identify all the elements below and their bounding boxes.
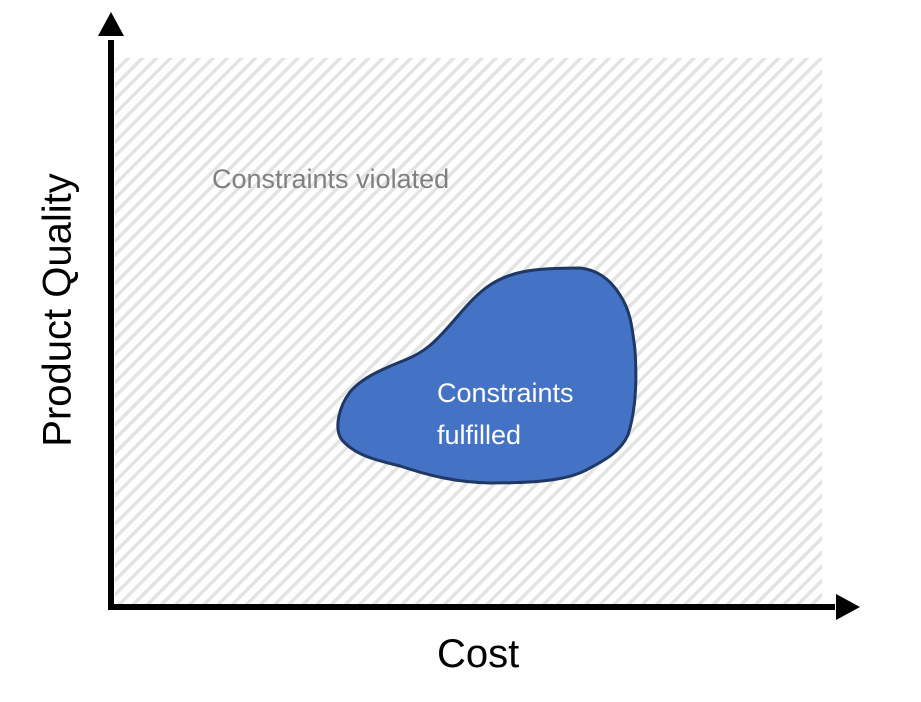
x-axis-arrowhead-icon [836,594,860,620]
constraints-fulfilled-line2: fulfilled [437,420,522,450]
x-axis [108,594,860,620]
constraints-fulfilled-line1: Constraints [437,378,574,408]
x-axis-label: Cost [437,632,520,676]
constraints-fulfilled-region [336,266,638,485]
y-axis [98,12,124,610]
constraints-fulfilled-label: Constraints fulfilled [437,372,574,456]
constraints-violated-label: Constraints violated [212,164,450,194]
y-axis-arrowhead-icon [98,12,124,36]
y-axis-label: Product Quality [35,173,80,447]
